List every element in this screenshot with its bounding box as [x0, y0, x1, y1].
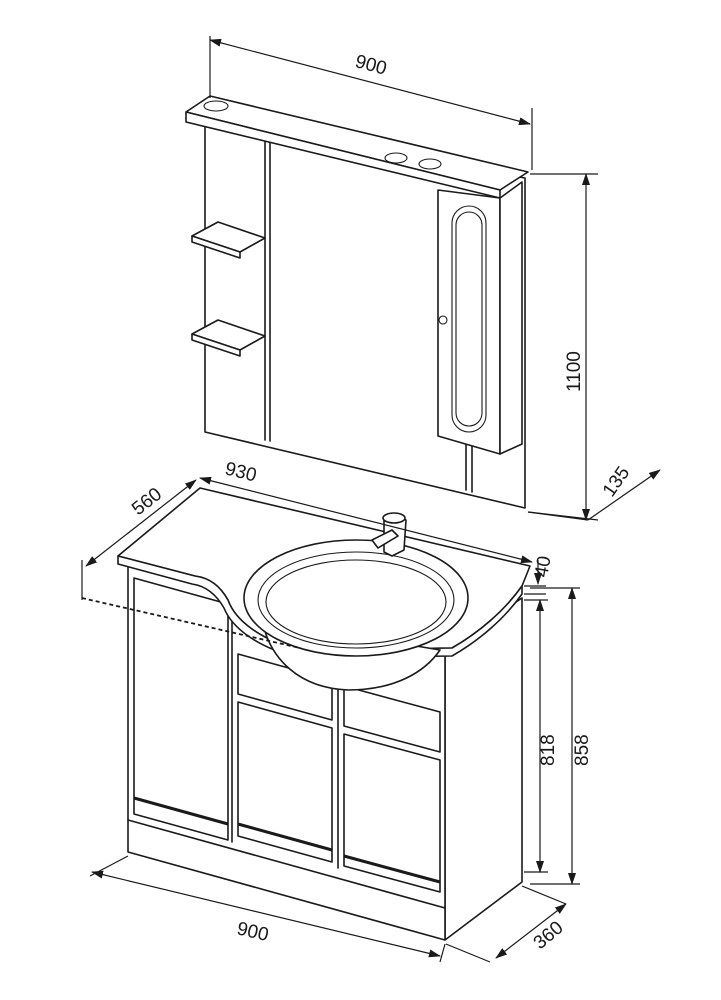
- dim-label-cabinet-width: 900: [235, 918, 271, 946]
- dim-label-body-height: 818: [538, 734, 559, 766]
- dimension-lines: [81, 36, 661, 963]
- back-reference-line: [81, 597, 301, 649]
- drawer-right: [343, 685, 441, 753]
- dim-label-mirror-height: 1100: [564, 351, 585, 392]
- left-door: [133, 577, 229, 841]
- mirror-side-cabinet: [437, 189, 501, 455]
- dim-label-total-height: 858: [572, 734, 593, 766]
- basin-rim: [243, 539, 469, 657]
- dim-label-cabinet-depth: 360: [530, 917, 568, 953]
- dim-label-top-thickness: 40: [531, 554, 555, 578]
- dim-label-mirror-depth: 135: [599, 463, 634, 501]
- dim-label-top-depth: 560: [128, 484, 166, 520]
- basin: [243, 539, 469, 691]
- mirror-cabinet: [185, 95, 529, 509]
- lower-door-left: [237, 701, 333, 863]
- dim-label-top-width: 930: [223, 458, 259, 486]
- dim-label-mirror-width: 900: [353, 51, 389, 79]
